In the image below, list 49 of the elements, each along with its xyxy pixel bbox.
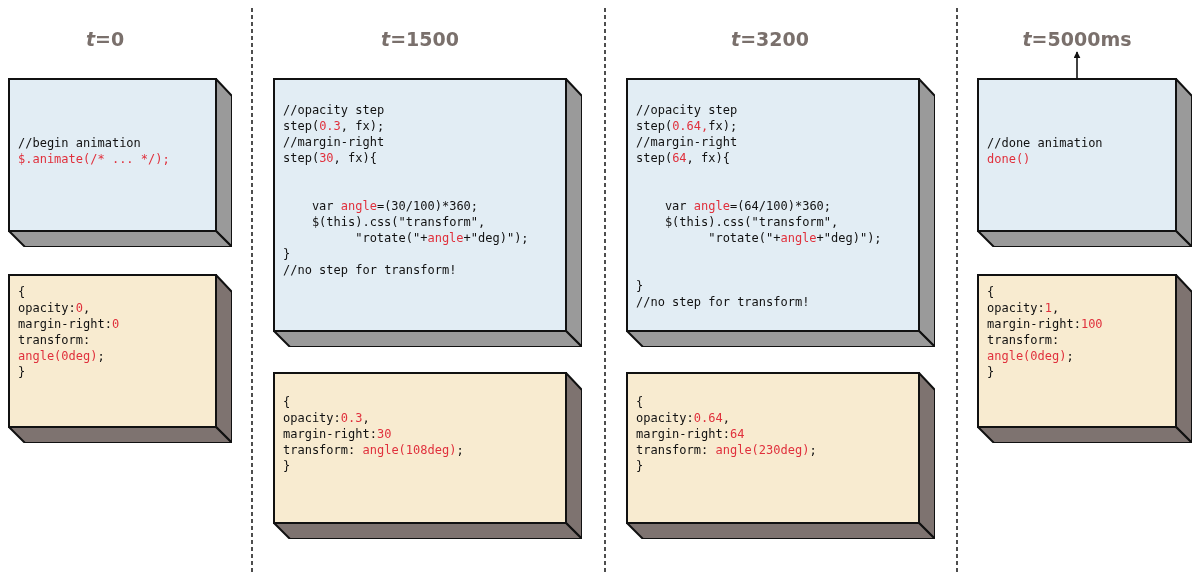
code-line: } [987,364,995,380]
time-label: t=3200 [731,28,809,50]
code-line: step(0.3, fx); [283,118,385,134]
code-line: //margin-right [283,134,385,150]
code-line: } [636,458,644,474]
code-line: } [636,278,644,294]
code-line: //begin animation [18,135,141,151]
code-line: step(64, fx){ [636,150,730,166]
code-line: $(this).css("transform", [311,214,486,230]
code-line: step(30, fx){ [283,150,377,166]
code-line: opacity:0.64, [636,410,730,426]
code-line: $(this).css("transform", [664,214,839,230]
code-line: //margin-right [636,134,738,150]
code-line: { [283,394,291,410]
code-line: $.animate(/* ... */); [18,151,170,167]
code-line: } [18,364,26,380]
code-line: opacity:0.3, [283,410,370,426]
code-line: { [636,394,644,410]
code-line: var angle=(30/100)*360; [311,198,479,214]
code-line: //opacity step [283,102,385,118]
time-label: t=0 [85,28,125,50]
code-line: margin-right:30 [283,426,392,442]
code-line: //no step for transform! [636,294,810,310]
code-line: //done animation [987,135,1103,151]
code-line: { [18,284,26,300]
code-line: margin-right:0 [18,316,120,332]
code-line: opacity:0, [18,300,91,316]
code-line: angle(0deg); [987,348,1074,364]
code-line: "rotate("+angle+"deg)"); [708,230,882,246]
code-line: { [987,284,995,300]
code-line: margin-right:100 [987,316,1103,332]
code-line: transform: [18,332,91,348]
code-line: transform: [987,332,1060,348]
code-line: step(0.64,fx); [636,118,738,134]
code-line: angle(0deg); [18,348,105,364]
arrow [1073,51,1081,79]
code-line: //no step for transform! [283,262,457,278]
code-line: margin-right:64 [636,426,745,442]
code-line: transform: angle(230deg); [636,442,817,458]
code-line: } [283,458,291,474]
code-line: transform: angle(108deg); [283,442,464,458]
code-line: opacity:1, [987,300,1060,316]
code-line: //opacity step [636,102,738,118]
time-label: t=1500 [381,28,459,50]
time-label: t=5000ms [1022,28,1132,50]
code-line: "rotate("+angle+"deg)"); [355,230,529,246]
code-line: var angle=(64/100)*360; [664,198,832,214]
code-line: } [283,246,291,262]
code-line: done() [987,151,1031,167]
